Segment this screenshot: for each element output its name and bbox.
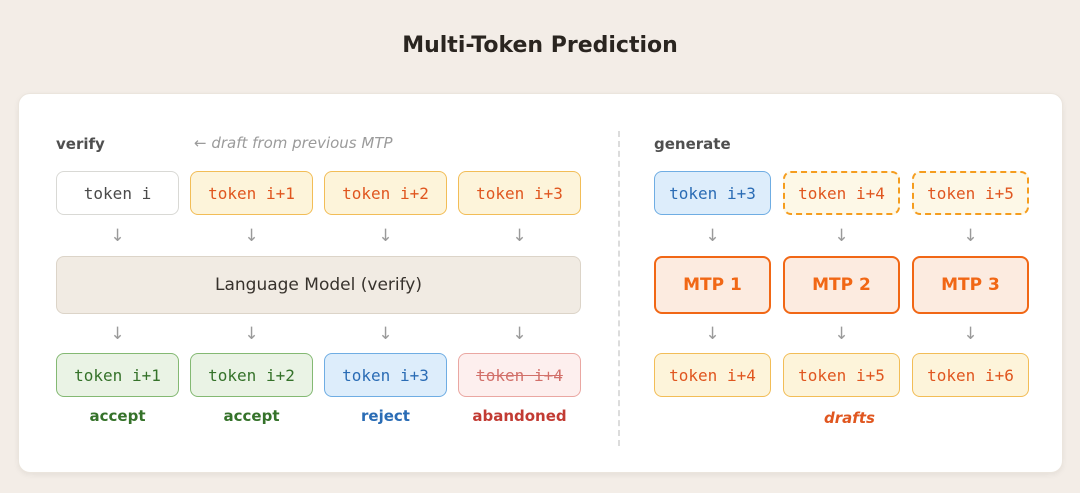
token-text: token i+1	[74, 365, 161, 385]
token-box-accepted: token i+1	[56, 353, 179, 397]
verify-input-token-row: token i token i+1 token i+2 token i+3	[56, 171, 581, 215]
down-arrow-icon: ↓	[512, 225, 527, 246]
token-text: token i+4	[798, 183, 885, 203]
draft-from-previous-note: ← draft from previous MTP	[194, 134, 393, 152]
mtp-module-box: MTP 1	[654, 256, 771, 314]
diagram-card: verify ← draft from previous MTP token i…	[18, 93, 1063, 473]
token-text: token i+4	[669, 365, 756, 385]
generate-section: generate token i+3 token i+4 token i+5 ↓…	[654, 134, 1045, 427]
token-box-accepted: token i+2	[190, 353, 313, 397]
token-box-draft-output: token i+5	[783, 353, 900, 397]
token-box-abandoned: token i+4	[458, 353, 581, 397]
down-arrow-icon: ↓	[705, 323, 720, 344]
down-arrow-icon: ↓	[110, 225, 125, 246]
verify-section: verify ← draft from previous MTP token i…	[56, 134, 581, 425]
token-box-draft-output: token i+6	[912, 353, 1029, 397]
drafts-caption: drafts	[824, 409, 875, 427]
arrow-row: ↓ ↓ ↓	[654, 215, 1045, 256]
status-label-accept: accept	[223, 407, 280, 425]
token-box-speculative: token i+4	[783, 171, 900, 215]
arrow-row: ↓ ↓ ↓ ↓	[56, 215, 581, 256]
down-arrow-icon: ↓	[705, 225, 720, 246]
down-arrow-icon: ↓	[963, 225, 978, 246]
token-text: token i+5	[927, 183, 1014, 203]
token-box-speculative: token i+5	[912, 171, 1029, 215]
section-divider	[618, 131, 620, 446]
language-model-box: Language Model (verify)	[56, 256, 581, 314]
down-arrow-icon: ↓	[244, 225, 259, 246]
down-arrow-icon: ↓	[512, 323, 527, 344]
down-arrow-icon: ↓	[834, 225, 849, 246]
verify-output-token-row: token i+1 token i+2 token i+3 token i+4	[56, 353, 581, 397]
verify-label: verify	[56, 135, 105, 153]
arrow-row: ↓ ↓ ↓	[654, 314, 1045, 353]
token-text: token i+3	[669, 183, 756, 203]
status-label-abandoned: abandoned	[472, 407, 567, 425]
status-label-accept: accept	[89, 407, 146, 425]
token-box-current: token i	[56, 171, 179, 215]
mtp-module-box: MTP 2	[783, 256, 900, 314]
token-box-context: token i+3	[654, 171, 771, 215]
token-box-rejected: token i+3	[324, 353, 447, 397]
token-box-draft: token i+3	[458, 171, 581, 215]
page-title: Multi-Token Prediction	[402, 33, 678, 58]
generate-output-token-row: token i+4 token i+5 token i+6	[654, 353, 1045, 397]
token-text: token i+2	[342, 183, 429, 203]
token-text: token i+4	[476, 365, 563, 385]
token-text: token i+3	[342, 365, 429, 385]
verify-status-row: accept accept reject abandoned	[56, 407, 581, 425]
generate-header: generate	[654, 134, 1045, 153]
down-arrow-icon: ↓	[834, 323, 849, 344]
status-label-reject: reject	[361, 407, 410, 425]
token-box-draft: token i+2	[324, 171, 447, 215]
token-box-draft: token i+1	[190, 171, 313, 215]
generate-label: generate	[654, 135, 731, 153]
token-text: token i+2	[208, 365, 295, 385]
down-arrow-icon: ↓	[378, 323, 393, 344]
verify-header: verify ← draft from previous MTP	[56, 134, 581, 153]
down-arrow-icon: ↓	[244, 323, 259, 344]
token-text: token i	[83, 183, 152, 203]
down-arrow-icon: ↓	[378, 225, 393, 246]
token-box-draft-output: token i+4	[654, 353, 771, 397]
down-arrow-icon: ↓	[110, 323, 125, 344]
down-arrow-icon: ↓	[963, 323, 978, 344]
token-text: token i+5	[798, 365, 885, 385]
arrow-row: ↓ ↓ ↓ ↓	[56, 314, 581, 353]
generate-input-token-row: token i+3 token i+4 token i+5	[654, 171, 1045, 215]
mtp-module-row: MTP 1 MTP 2 MTP 3	[654, 256, 1045, 314]
token-text: token i+1	[208, 183, 295, 203]
token-text: token i+6	[927, 365, 1014, 385]
mtp-module-box: MTP 3	[912, 256, 1029, 314]
token-text: token i+3	[476, 183, 563, 203]
